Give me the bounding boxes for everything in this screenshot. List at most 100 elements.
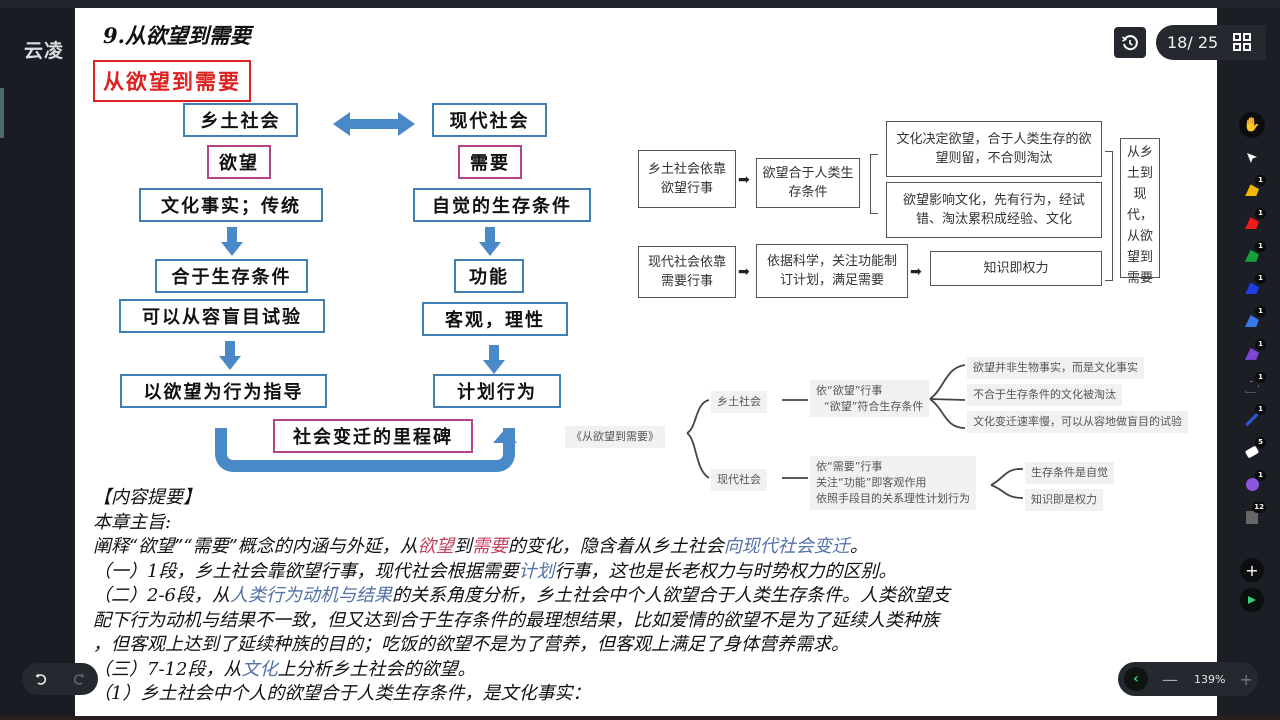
lightblue-highlighter-icon [1245,315,1259,328]
tool-badge: 1 [1255,273,1266,285]
highlight-red: 需要 [471,536,508,557]
mindmap-modern-desc3: 依照手段目的关系理性计划行为 [816,492,970,505]
highlight-blue: 向现代社会变迁 [723,536,850,557]
tool-badge: 1 [1255,469,1266,481]
summary-heading: 【内容提要】 [93,487,201,508]
mindmap-modern-desc1: 依“需要”行事 [816,460,883,473]
mindmap-rural-leaf-3: 文化变迁速率慢，可以从容地做盲目的试验 [967,411,1188,433]
right-arrow-icon: ➡ [738,264,750,280]
redo-icon[interactable] [72,672,86,686]
box-modern-society: 现代社会 [432,103,547,137]
collapse-button[interactable]: ‹ [1124,667,1148,691]
content-summary: 【内容提要】 本章主旨: 阐释“欲望”“需要”概念的内涵与外延，从欲望到需要的变… [93,486,1203,707]
down-arrow-icon [479,227,501,257]
green-highlighter-icon [1245,249,1259,262]
bracket-right [1105,151,1113,281]
text: 。 [849,536,868,557]
zoom-in-button[interactable]: + [1239,669,1253,689]
text: 上分析乡土社会的欲望。 [277,658,476,680]
down-arrow-icon [219,341,241,371]
lightblue-highlighter-button[interactable]: 1 [1237,306,1267,336]
template-icon [1246,510,1258,524]
yellow-highlighter-icon [1245,184,1259,197]
eraser-tool-button[interactable]: 5 [1237,436,1267,467]
undo-icon[interactable] [34,672,48,686]
red-highlighter-icon [1245,217,1259,230]
zoom-out-button[interactable]: — [1162,669,1178,689]
box-need: 需要 [458,145,522,179]
box-rural-society: 乡土社会 [183,103,298,137]
pen-tool-button[interactable]: 1 [1237,404,1267,434]
mindmap-modern: 现代社会 [711,469,767,491]
tool-badge: 1 [1255,240,1266,252]
mindmap-modern-desc2: 关注“功能”即客观作用 [816,476,927,489]
text: （一）1段，乡土社会靠欲望行事，现代社会根据需要 [93,560,519,582]
tool-badge: 1 [1255,404,1266,416]
slide-page: 9.从欲望到需要 从欲望到需要 乡土社会 现代社会 欲望 需要 文化事实；传统 … [75,8,1217,718]
tool-badge: 1 [1255,175,1266,187]
text: 到 [453,536,472,557]
pen-icon [1245,412,1259,426]
mindmap-connectors [686,364,1024,499]
text: 的关系角度分析，乡土社会中个人欲望合于人类生存条件。人类欲望支 [392,585,950,606]
hand-tool-button[interactable]: ✋ [1237,110,1267,140]
box-left-step4: 以欲望为行为指导 [120,374,327,408]
add-tool-button[interactable]: + [1240,558,1264,582]
highlight-blue: 人类行为动机与结果 [230,585,392,606]
purple-highlighter-icon [1245,347,1259,360]
box-rural-rule: 乡土社会依靠欲望行事 [638,150,736,208]
top-bar [0,0,1280,8]
mindmap-modern-leaf-1: 生存条件是自觉 [1025,462,1114,484]
slide-title: 9.从欲望到需要 [103,23,251,48]
pointer-arrow-icon [1247,152,1257,163]
thumbnail-grid-icon[interactable] [1232,32,1252,52]
mindmap-modern-leaf-2: 知识即是权力 [1025,489,1103,511]
left-panel-tab[interactable] [0,88,4,138]
next-tool-button[interactable] [1240,588,1264,612]
tool-badge: 1 [1255,371,1266,383]
red-title-box: 从欲望到需要 [93,60,251,102]
bottom-edge [0,716,1280,720]
box-rural-mid: 欲望合于人类生存条件 [756,158,860,208]
history-button[interactable] [1114,27,1146,58]
box-left-step2: 合于生存条件 [155,259,308,293]
tool-badge: 1 [1255,338,1266,350]
mindmap-modern-desc: 依“需要”行事 关注“功能”即客观作用 依照手段目的关系理性计划行为 [810,456,976,510]
template-tool-button[interactable]: 12 [1237,502,1267,532]
box-right-step1: 自觉的生存条件 [413,188,591,222]
summary-line-5: ，但客观上达到了延续种族的目的；吃饭的欲望不是为了营养，但客观上满足了身体营养需… [93,634,849,655]
box-left-step3: 可以从容盲目试验 [119,299,325,333]
box-milestone: 社会变迁的里程碑 [273,419,473,453]
box-modern-out: 知识即权力 [930,251,1102,286]
red-highlighter-button[interactable]: 1 [1237,208,1267,238]
yellow-highlighter-button[interactable]: 1 [1237,175,1267,205]
play-arrow-icon [1248,596,1256,604]
undo-redo-bar [22,663,98,695]
mindmap-rural: 乡土社会 [711,391,767,413]
mindmap-rural-leaf-2: 不合于生存条件的文化被淘汰 [967,384,1122,406]
green-highlighter-button[interactable]: 1 [1237,240,1267,271]
circle-shape-icon [1245,478,1259,492]
page-number: 18/ 25 [1167,33,1219,52]
right-arrow-icon: ➡ [910,264,922,280]
tool-badge: 1 [1255,208,1266,220]
text: （三）7-12段，从 [93,658,242,680]
box-right-step3: 客观，理性 [422,302,568,336]
pointer-tool-button[interactable] [1237,143,1267,173]
purple-highlighter-button[interactable]: 1 [1237,338,1267,369]
brand-logo: 云凌 [24,40,65,62]
outline-highlighter-button[interactable]: 1 [1237,371,1267,402]
mindmap-rural-desc: 依“欲望”行事 “欲望”符合生存条件 [810,380,930,417]
box-right-step2: 功能 [454,259,524,293]
highlight-blue: 计划 [518,560,555,582]
text: 的变化，隐含着从乡土社会 [507,536,724,557]
tool-badge: 5 [1255,436,1266,448]
zoom-control: ‹ — 139% + [1118,662,1258,696]
plus-icon: + [1245,560,1259,580]
box-right-step4: 计划行为 [433,374,561,408]
circle-shape-tool-button[interactable]: 1 [1237,469,1267,500]
box-left-step1: 文化事实；传统 [139,188,323,222]
blue-highlighter-button[interactable]: 1 [1237,273,1267,303]
summary-subheading: 本章主旨: [93,511,172,533]
